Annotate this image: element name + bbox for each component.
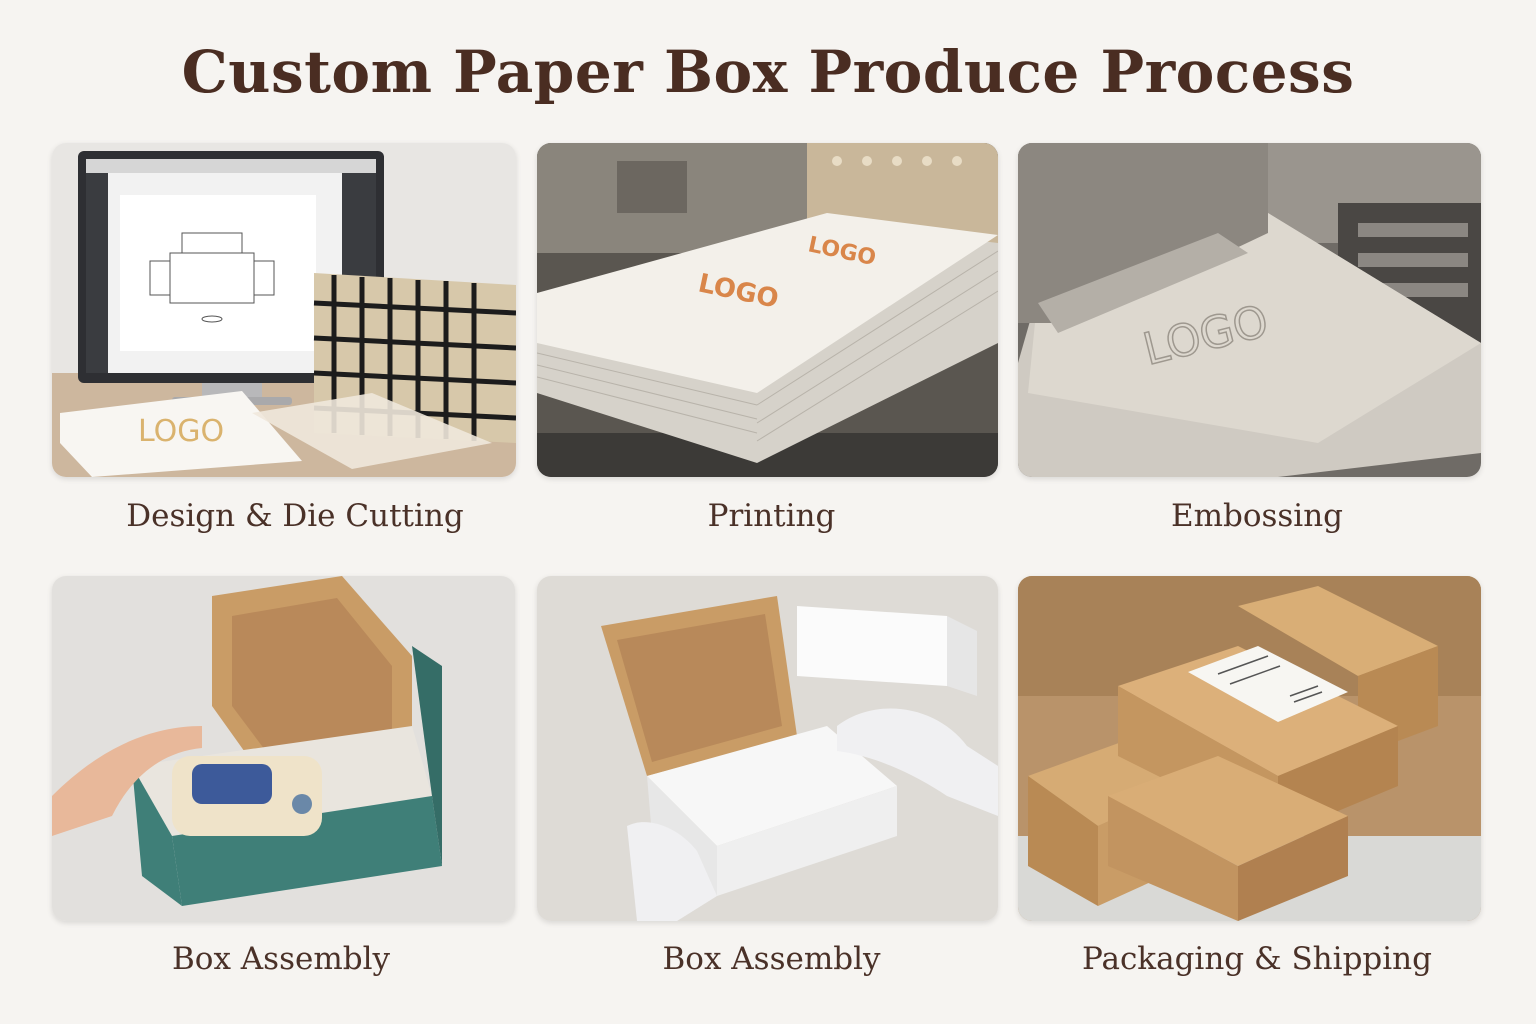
step-label-packaging: Packaging & Shipping — [1082, 941, 1432, 977]
box-assembly-teal-photo — [52, 576, 515, 921]
step-label-box-assembly-2: Box Assembly — [662, 941, 881, 977]
design-die-cutting-photo: LOGO — [52, 143, 516, 477]
logo-print: LOGO — [138, 414, 224, 449]
step-label-box-assembly-1: Box Assembly — [172, 941, 390, 977]
box-assembly-white-photo — [537, 576, 998, 921]
page-title: Custom Paper Box Produce Process — [181, 38, 1355, 106]
printing-photo: LOGO LOGO — [537, 143, 998, 477]
step-label-printing: Printing — [707, 498, 836, 534]
embossing-photo: LOGO — [1018, 143, 1481, 477]
packaging-shipping-photo — [1018, 576, 1481, 921]
step-label-embossing: Embossing — [1170, 498, 1344, 534]
step-label-design: Design & Die Cutting — [126, 498, 464, 534]
